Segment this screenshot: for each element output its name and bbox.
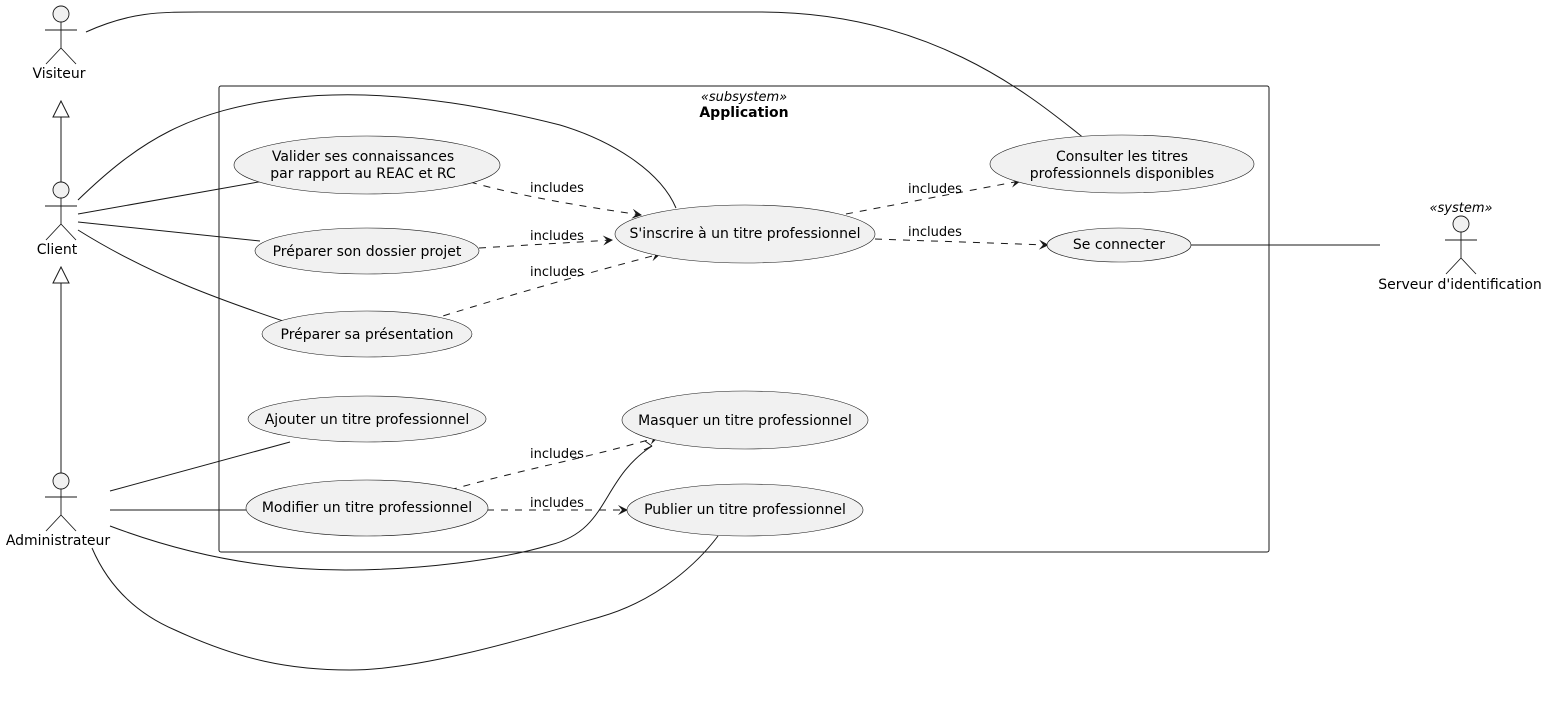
rel-label-inscrire-connecter: includes <box>908 225 962 240</box>
subsystem-title: Application <box>699 105 788 121</box>
assoc-client-presentation <box>77 229 296 326</box>
actor-serveur-identification[interactable]: «system» Serveur d'identification <box>1378 201 1542 293</box>
assoc-client-inscrire <box>77 94 677 209</box>
use-case-modifier-label: Modifier un titre professionnel <box>262 500 472 516</box>
actor-serveur-stereotype: «system» <box>1429 201 1492 216</box>
rel-label-modifier-publier: includes <box>530 496 584 511</box>
rel-label-dossier-inscrire: includes <box>530 229 584 244</box>
actor-administrateur[interactable]: Administrateur <box>6 472 111 549</box>
dep-presentation-inscrire <box>429 251 661 321</box>
dep-inscrire-connecter <box>874 238 1049 250</box>
actor-administrateur-label: Administrateur <box>6 533 111 549</box>
actor-client-label: Client <box>37 242 78 258</box>
assoc-client-dossier <box>77 221 261 242</box>
use-case-consulter-line2: professionnels disponibles <box>1030 166 1214 182</box>
use-case-valider-line1: Valider ses connaissances <box>272 149 454 165</box>
use-case-preparer-dossier-label: Préparer son dossier projet <box>273 244 462 260</box>
use-case-ajouter-label: Ajouter un titre professionnel <box>265 412 470 428</box>
assoc-admin-ajouter <box>109 441 291 492</box>
rel-label-valider-inscrire: includes <box>530 181 584 196</box>
use-case-consulter[interactable]: Consulter les titres professionnels disp… <box>989 134 1255 194</box>
use-case-masquer-label: Masquer un titre professionnel <box>638 413 852 429</box>
assoc-admin-publier <box>91 535 719 671</box>
use-case-preparer-presentation-label: Préparer sa présentation <box>281 327 454 343</box>
assoc-admin-masquer <box>109 445 653 571</box>
use-case-publier-label: Publier un titre professionnel <box>644 502 846 518</box>
generalization-client-visiteur <box>52 99 70 182</box>
actor-client[interactable]: Client <box>37 181 78 258</box>
actor-visiteur[interactable]: Visiteur <box>32 5 86 82</box>
generalization-admin-client <box>52 265 70 473</box>
use-case-inscrire[interactable]: S'inscrire à un titre professionnel <box>614 204 876 264</box>
use-case-preparer-presentation[interactable]: Préparer sa présentation <box>261 310 473 358</box>
assoc-client-valider <box>77 180 265 215</box>
rel-label-inscrire-consulter: includes <box>908 182 962 197</box>
subsystem-stereotype: «subsystem» <box>701 90 787 105</box>
use-case-masquer[interactable]: Masquer un titre professionnel <box>621 390 869 450</box>
rel-label-modifier-masquer: includes <box>530 447 584 462</box>
use-case-ajouter[interactable]: Ajouter un titre professionnel <box>247 395 487 443</box>
assoc-visiteur-consulter <box>85 11 1086 140</box>
use-case-valider-line2: par rapport au REAC et RC <box>270 166 456 182</box>
actor-visiteur-label: Visiteur <box>32 66 85 82</box>
dep-valider-inscrire <box>469 181 642 219</box>
use-case-preparer-dossier[interactable]: Préparer son dossier projet <box>254 227 480 275</box>
use-case-se-connecter[interactable]: Se connecter <box>1046 227 1192 263</box>
use-case-se-connecter-label: Se connecter <box>1073 237 1165 253</box>
use-case-publier[interactable]: Publier un titre professionnel <box>626 483 864 537</box>
use-case-inscrire-label: S'inscrire à un titre professionnel <box>630 226 861 242</box>
use-case-valider[interactable]: Valider ses connaissances par rapport au… <box>233 135 501 195</box>
actor-serveur-label: Serveur d'identification <box>1378 277 1542 293</box>
rel-label-presentation-inscrire: includes <box>530 265 584 280</box>
use-case-consulter-line1: Consulter les titres <box>1056 149 1188 165</box>
dep-inscrire-consulter <box>845 177 1021 215</box>
dep-modifier-masquer <box>449 434 659 491</box>
subsystem-application: «subsystem» Application <box>218 85 1270 553</box>
use-case-modifier[interactable]: Modifier un titre professionnel <box>245 479 489 537</box>
